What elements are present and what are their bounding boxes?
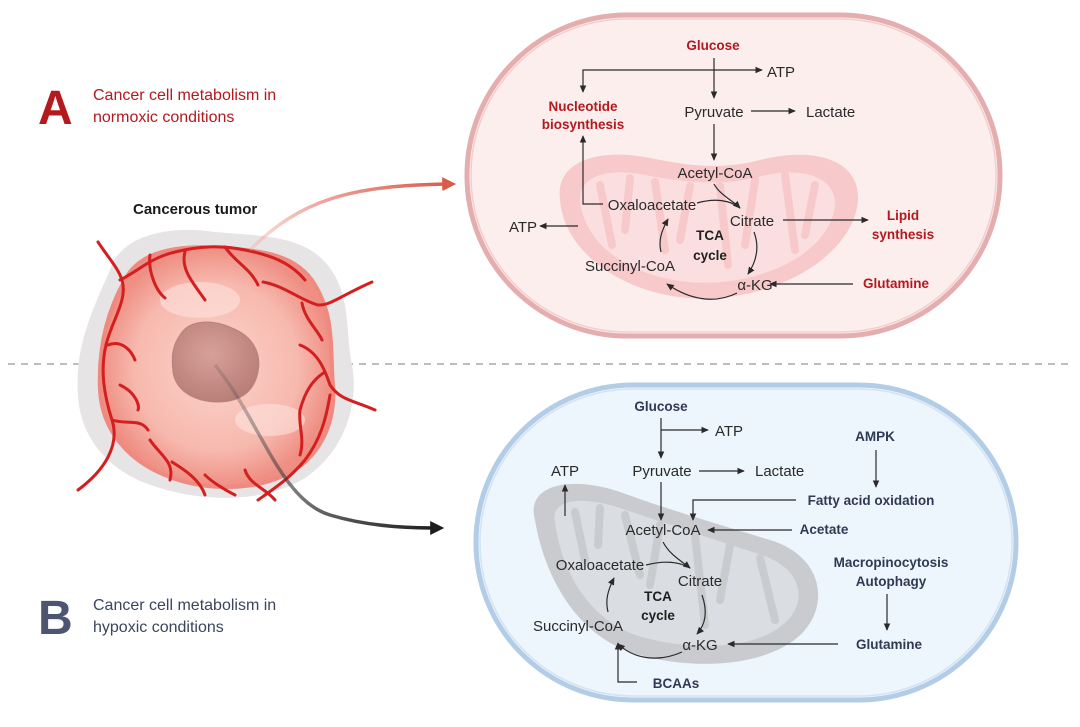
node-autophagy: Autophagy (856, 574, 927, 589)
node-atp-left: ATP (509, 219, 537, 236)
node-glucose: Glucose (686, 38, 740, 53)
panel-b-letter: B (38, 592, 73, 645)
node-tca-cycle-line1: TCA (644, 589, 672, 604)
blood-vessels (76, 240, 377, 502)
node-acetyl-coa: Acetyl-CoA (625, 522, 700, 539)
node-succinyl-coa: Succinyl-CoA (585, 258, 675, 275)
node-nucleotide-biosynthesis-line1: Nucleotide (548, 99, 618, 114)
node-tca-cycle-line2: cycle (693, 248, 727, 263)
panel-b-title-line2: hypoxic conditions (93, 619, 224, 636)
node-fatty-acid-oxidation: Fatty acid oxidation (808, 493, 935, 508)
node-atp-top: ATP (715, 423, 743, 440)
panel-a-letter: A (38, 82, 73, 135)
hypoxic-cell-membrane-inner (479, 388, 1013, 697)
node-citrate: Citrate (678, 573, 722, 590)
node-acetate: Acetate (800, 522, 849, 537)
mitochondrion-normoxic (559, 154, 859, 299)
tumor-texture (235, 404, 305, 436)
node-lipid-synthesis-line2: synthesis (872, 227, 934, 242)
node-macropinocytosis: Macropinocytosis (834, 555, 949, 570)
node-alpha-kg: α-KG (682, 637, 717, 654)
node-atp-top: ATP (767, 64, 795, 81)
arrow-tumor-to-normoxic-cell (248, 177, 457, 252)
normoxic-cell: Glucose ATP Nucleotide biosynthesis Pyru… (464, 12, 1003, 339)
node-nucleotide-biosynthesis-line2: biosynthesis (542, 117, 625, 132)
node-lipid-synthesis-line1: Lipid (887, 208, 919, 223)
pathway-arrows-normoxic (539, 58, 869, 300)
node-tca-cycle-line2: cycle (641, 608, 675, 623)
node-glutamine: Glutamine (856, 637, 923, 652)
hypoxic-cell: Glucose ATP AMPK ATP Pyruvate Lactate Fa… (473, 382, 1019, 703)
tumor-label: Cancerous tumor (133, 201, 257, 218)
node-alpha-kg: α-KG (737, 277, 772, 294)
node-ampk: AMPK (855, 429, 895, 444)
normoxic-cell-membrane-inner (470, 18, 997, 333)
panel-b-title-line1: Cancer cell metabolism in (93, 597, 276, 614)
node-acetyl-coa: Acetyl-CoA (677, 165, 752, 182)
panel-a-title-line2: normoxic conditions (93, 109, 234, 126)
pathway-arrows-hypoxic (561, 418, 891, 683)
cancerous-tumor-illustration: Cancerous tumor (76, 201, 377, 502)
node-succinyl-coa: Succinyl-CoA (533, 618, 623, 635)
node-atp-left: ATP (551, 463, 579, 480)
arrow-tumor-to-hypoxic-cell (213, 363, 445, 535)
node-bcaas: BCAAs (653, 676, 700, 691)
node-oxaloacetate: Oxaloacetate (556, 557, 644, 574)
tumor-texture (160, 282, 240, 318)
node-glucose: Glucose (634, 399, 688, 414)
node-glutamine: Glutamine (863, 276, 930, 291)
node-citrate: Citrate (730, 213, 774, 230)
node-pyruvate: Pyruvate (632, 463, 691, 480)
node-oxaloacetate: Oxaloacetate (608, 197, 696, 214)
node-lactate: Lactate (806, 104, 855, 121)
mitochondrion-hypoxic (533, 483, 819, 664)
tumor-core (171, 321, 260, 403)
node-pyruvate: Pyruvate (684, 104, 743, 121)
panel-a-title-line1: Cancer cell metabolism in (93, 87, 276, 104)
node-lactate: Lactate (755, 463, 804, 480)
node-tca-cycle-line1: TCA (696, 228, 724, 243)
